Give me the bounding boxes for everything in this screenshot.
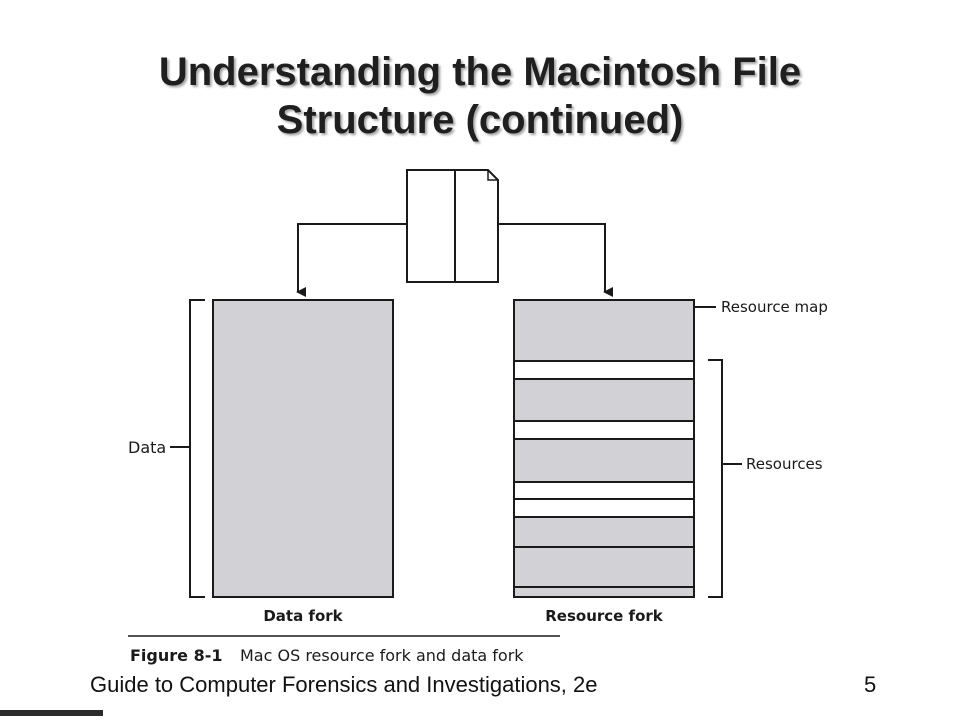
resource-slot bbox=[513, 360, 695, 380]
label-resources: Resources bbox=[746, 455, 823, 473]
data-fork-block bbox=[212, 299, 394, 598]
slide-title: Understanding the Macintosh File Structu… bbox=[0, 48, 960, 144]
resource-slot bbox=[513, 420, 695, 440]
slide-title-line-1: Understanding the Macintosh File bbox=[158, 50, 802, 94]
footer-book-title: Guide to Computer Forensics and Investig… bbox=[90, 672, 598, 697]
data-bracket bbox=[189, 299, 205, 598]
page-number: 5 bbox=[864, 672, 877, 697]
footer-accent-bar bbox=[0, 710, 103, 716]
file-document-icon bbox=[406, 169, 499, 283]
resource-slot bbox=[513, 498, 695, 518]
figure-caption-text: Mac OS resource fork and data fork bbox=[240, 646, 524, 665]
label-resource-map: Resource map bbox=[721, 298, 828, 316]
caption-resource-fork: Resource fork bbox=[545, 607, 664, 625]
resource-fork-block bbox=[513, 299, 695, 598]
slide-title-line-2: Structure (continued) bbox=[276, 98, 684, 142]
arrow-to-resource-fork bbox=[498, 223, 613, 297]
caption-data-fork: Data fork bbox=[263, 607, 343, 625]
arrow-to-data-fork bbox=[296, 223, 407, 297]
resources-bracket bbox=[708, 359, 723, 598]
figure-number: Figure 8-1 bbox=[130, 646, 222, 665]
label-data: Data bbox=[128, 438, 166, 457]
resource-slot bbox=[513, 481, 695, 500]
